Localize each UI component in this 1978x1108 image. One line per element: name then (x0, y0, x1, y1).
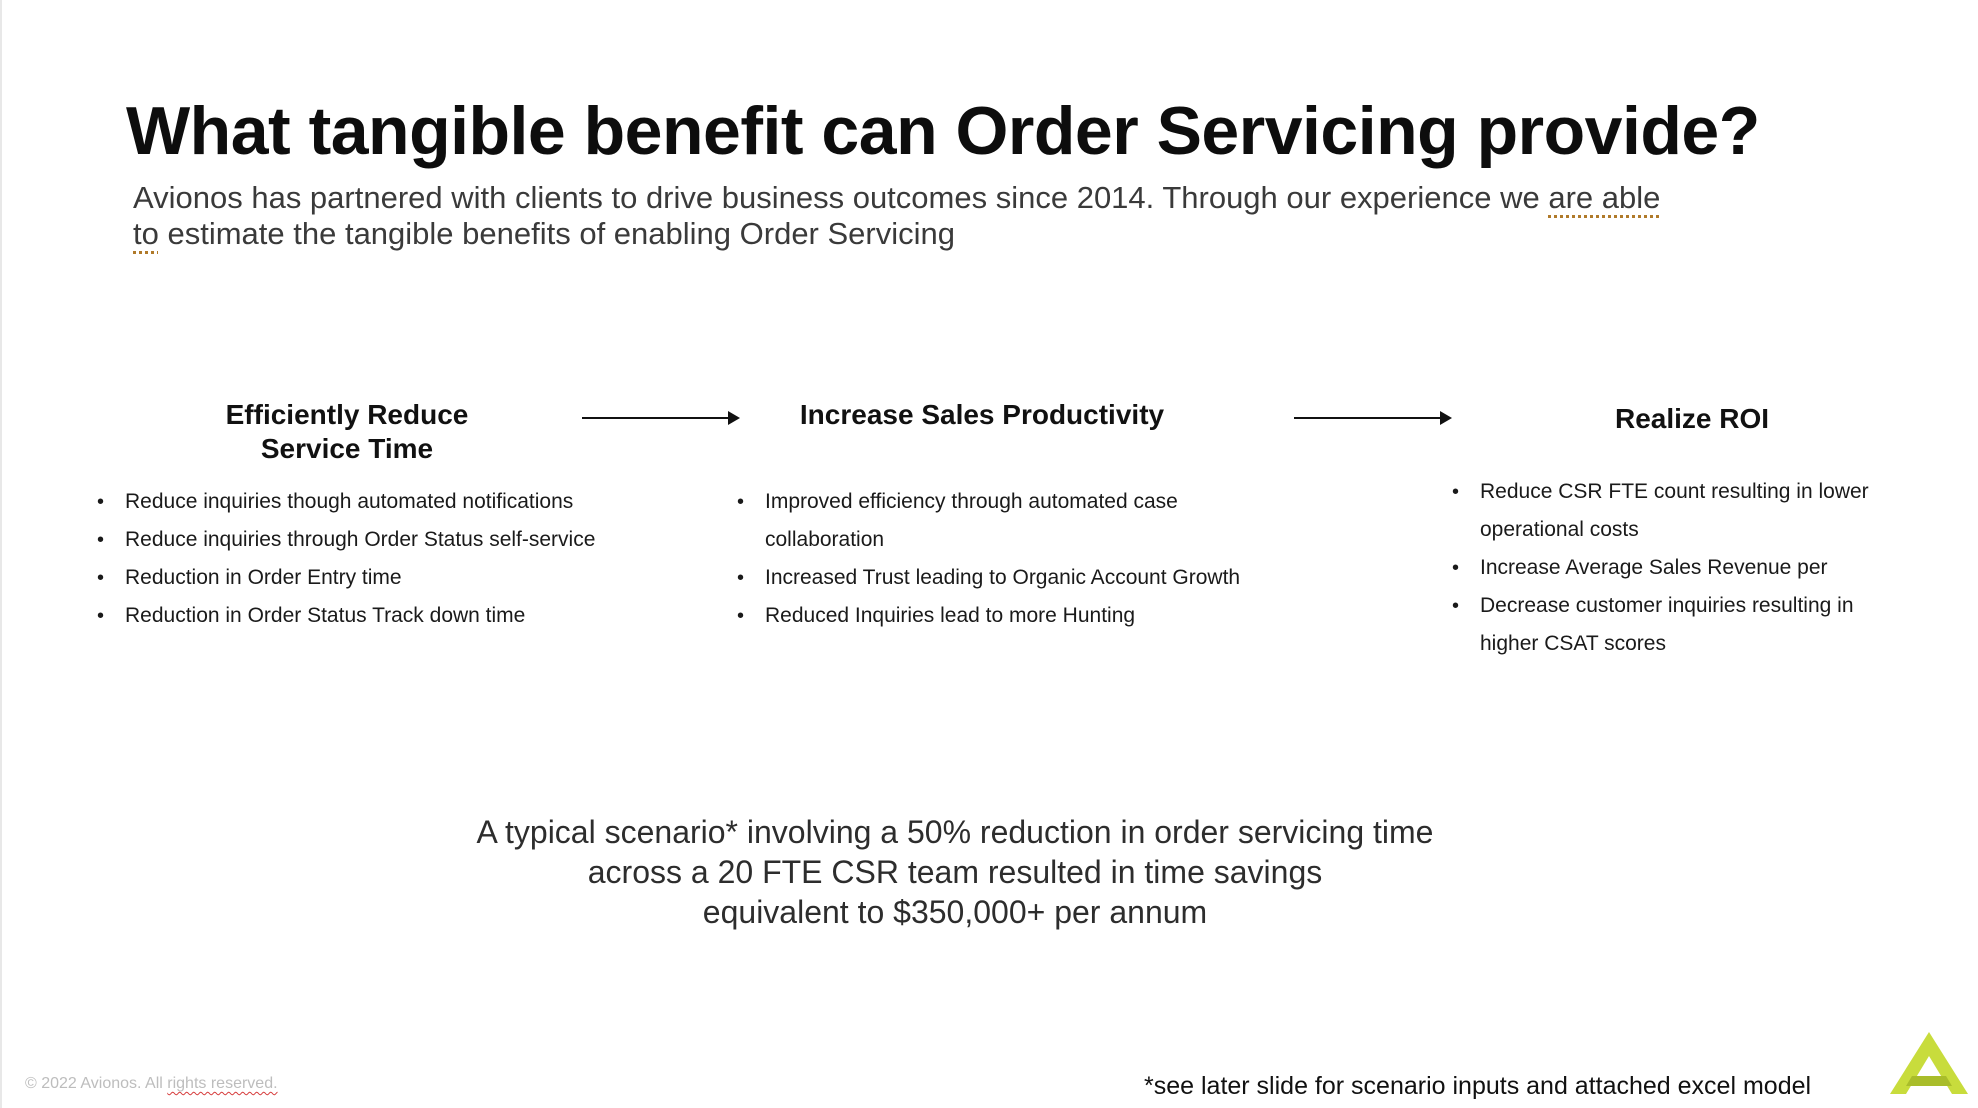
right-arrow-icon (582, 411, 740, 425)
copyright-notice: © 2022 Avionos. All rights reserved. (25, 1075, 278, 1093)
avionos-logo-icon (1890, 1032, 1968, 1094)
list-item: Reduction in Order Entry time (97, 559, 657, 597)
grammar-flag-to[interactable]: to (133, 216, 159, 251)
copyright-text: © 2022 Avionos. All (25, 1075, 168, 1092)
slide-title: What tangible benefit can Order Servicin… (126, 93, 1760, 169)
spelling-flag-rights-reserved[interactable]: rights reserved. (167, 1075, 278, 1092)
list-item: Increased Trust leading to Organic Accou… (737, 559, 1297, 597)
list-item: Reduction in Order Status Track down tim… (97, 597, 657, 635)
column-heading-sales-productivity: Increase Sales Productivity (799, 399, 1165, 430)
subtitle-text-2: estimate the tangible benefits of enabli… (158, 216, 955, 251)
scenario-line-2: across a 20 FTE CSR team resulted in tim… (587, 854, 1323, 890)
list-item: Reduce CSR FTE count resulting in lower … (1452, 473, 1892, 549)
list-item: Reduced Inquiries lead to more Hunting (737, 597, 1297, 635)
scenario-summary: A typical scenario* involving a 50% redu… (302, 812, 1608, 932)
scenario-line-1: A typical scenario* involving a 50% redu… (476, 814, 1434, 850)
slide-subtitle: Avionos has partnered with clients to dr… (133, 180, 1903, 252)
right-arrow-icon (1294, 411, 1452, 425)
grammar-flag-are-able[interactable]: are able (1548, 180, 1661, 215)
scenario-line-3: equivalent to $350,000+ per annum (702, 894, 1208, 930)
list-item: Improved efficiency through automated ca… (737, 483, 1297, 559)
list-item: Reduce inquiries though automated notifi… (97, 483, 657, 521)
column-bullets-reduce-service-time: Reduce inquiries though automated notifi… (97, 483, 657, 635)
scenario-footnote: *see later slide for scenario inputs and… (1144, 1072, 1812, 1100)
subtitle-text-1: Avionos has partnered with clients to dr… (133, 180, 1549, 215)
column-heading-realize-roi: Realize ROI (1614, 403, 1770, 434)
list-item: Increase Average Sales Revenue per (1452, 549, 1892, 587)
column-heading-reduce-service-time: Efficiently Reduce Service Time (225, 399, 469, 464)
list-item: Decrease customer inquiries resulting in… (1452, 587, 1892, 663)
column-bullets-realize-roi: Reduce CSR FTE count resulting in lower … (1452, 473, 1892, 663)
list-item: Reduce inquiries through Order Status se… (97, 521, 657, 559)
column-bullets-sales-productivity: Improved efficiency through automated ca… (737, 483, 1297, 635)
